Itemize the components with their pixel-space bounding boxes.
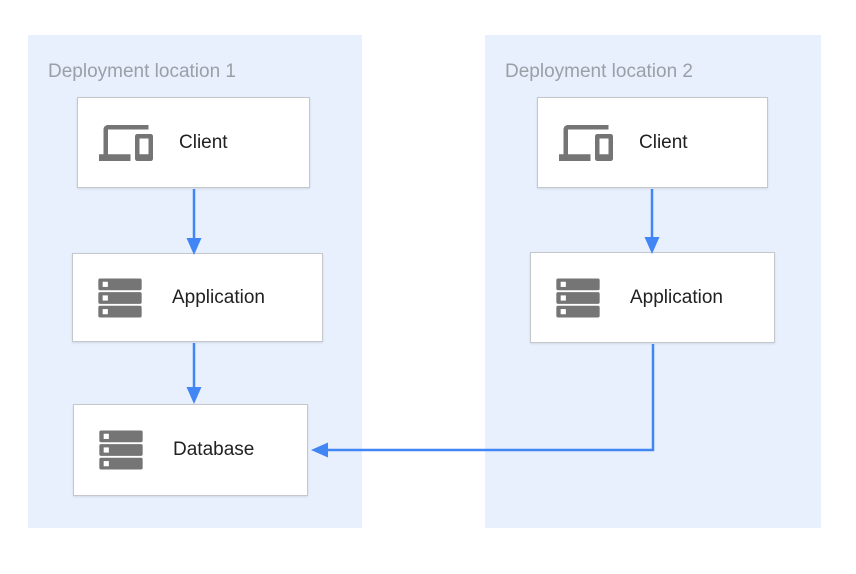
storage-icon: [552, 272, 604, 324]
panel-label: Deployment location 2: [505, 61, 693, 82]
devices-icon: [99, 116, 153, 170]
panel-deployment-location-1: Deployment location 1 Client: [28, 35, 362, 528]
node-label: Client: [639, 131, 688, 153]
node-label: Application: [172, 286, 265, 308]
node-application-loc2: Application: [530, 252, 775, 343]
devices-icon: [559, 116, 613, 170]
node-label: Database: [173, 439, 255, 460]
panel-deployment-location-2: Deployment location 2 Client: [485, 35, 821, 528]
node-application-loc1: Application: [72, 253, 323, 342]
node-database-loc1: Database: [73, 404, 308, 496]
node-label: Client: [179, 131, 228, 153]
node-client-loc1: Client: [77, 97, 310, 188]
storage-icon: [95, 424, 147, 476]
node-client-loc2: Client: [537, 97, 768, 188]
panel-label: Deployment location 1: [48, 61, 236, 82]
node-label: Application: [630, 286, 723, 308]
storage-icon: [94, 272, 146, 324]
